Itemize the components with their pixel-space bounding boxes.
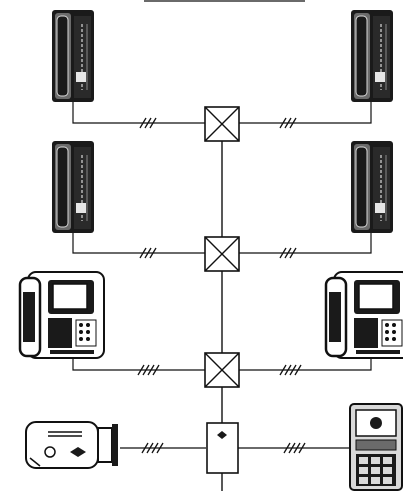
cable-row2-right [239,231,372,254]
video-monitor-right [324,270,403,360]
handset-phone-mid-left [51,140,95,234]
handset-phone-top-right [350,9,394,103]
door-station-right [349,403,403,491]
junction-box-3 [204,352,240,388]
cable-row1-left [72,100,205,124]
cable-row2-left [72,231,205,254]
video-monitor-left [18,270,106,360]
cable-marks [137,117,306,454]
cable-row3-left [72,356,205,371]
handset-phone-top-left [51,9,95,103]
door-camera-left [25,421,119,469]
power-supply-unit [206,422,239,474]
junction-box-2 [204,236,240,272]
handset-phone-mid-right [350,140,394,234]
junction-box-1 [204,106,240,142]
cable-row1-right [239,100,372,124]
